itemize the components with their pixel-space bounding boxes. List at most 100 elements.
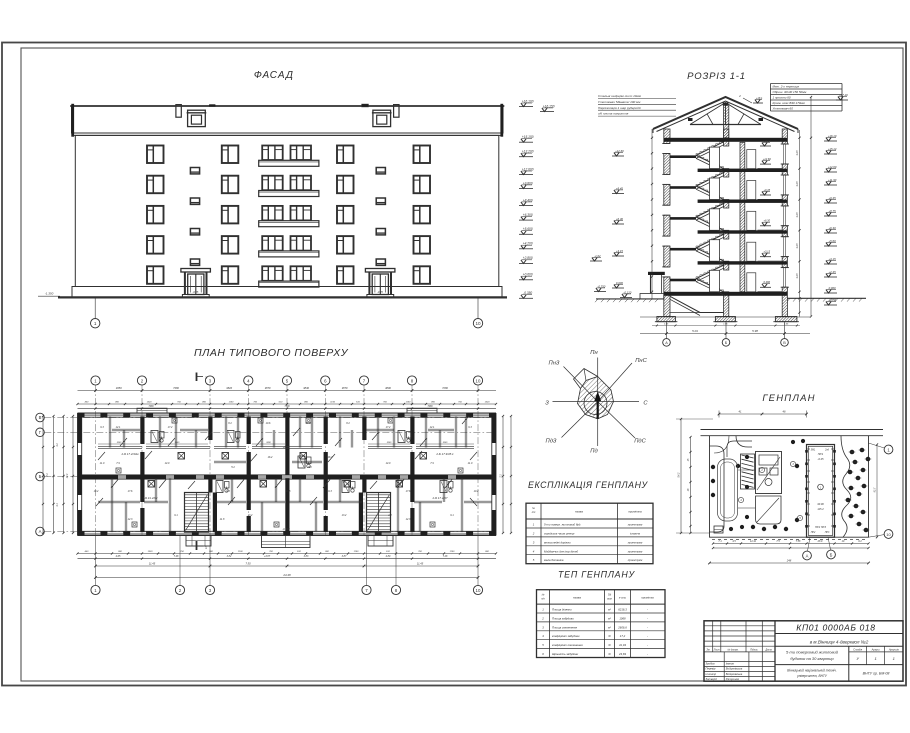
svg-text:3.82: 3.82 [227, 555, 232, 558]
svg-text:+3.15: +3.15 [764, 250, 771, 254]
svg-text:510: 510 [297, 551, 301, 553]
svg-text:41,94: 41,94 [619, 643, 626, 647]
svg-text:Дата: Дата [764, 649, 772, 652]
svg-text:мала ботаніка: мала ботаніка [544, 558, 564, 562]
svg-text:980: 980 [485, 551, 489, 553]
svg-text:17.2: 17.2 [386, 426, 391, 429]
svg-text:Лист: Лист [713, 649, 720, 652]
svg-text:ПР.2 ПР.3: ПР.2 ПР.3 [815, 526, 827, 529]
svg-text:ПЛАН ТИПОВОГО ПОВЕРХУ: ПЛАН ТИПОВОГО ПОВЕРХУ [194, 347, 349, 359]
svg-text:В: В [783, 341, 786, 345]
svg-text:1 прогони 60: 1 прогони 60 [773, 96, 791, 100]
svg-text:7.5: 7.5 [776, 540, 780, 543]
svg-text:0.000: 0.000 [616, 281, 623, 285]
svg-text:існуюча: існуюча [630, 531, 640, 535]
svg-text:Аркуш: Аркуш [871, 648, 881, 652]
svg-text:+0.600: +0.600 [523, 273, 533, 277]
svg-text:-1.02: -1.02 [594, 254, 601, 258]
svg-text:12.4: 12.4 [66, 473, 69, 478]
svg-text:3.08: 3.08 [795, 243, 799, 249]
svg-text:4.65: 4.65 [116, 555, 121, 558]
svg-text:м²: м² [608, 608, 612, 612]
svg-text:-0.45: -0.45 [193, 291, 199, 294]
svg-text:4: 4 [533, 549, 535, 553]
svg-text:14.0: 14.0 [165, 462, 170, 465]
svg-text:28.0: 28.0 [817, 540, 823, 543]
svg-text:24.48: 24.48 [282, 573, 291, 577]
svg-text:-0.120: -0.120 [623, 290, 631, 294]
svg-text:7280: 7280 [427, 406, 433, 408]
svg-text:7.2: 7.2 [46, 473, 49, 477]
svg-text:17.6: 17.6 [406, 490, 411, 493]
svg-text:510: 510 [356, 401, 360, 403]
svg-text:17.2: 17.2 [168, 426, 173, 429]
svg-text:1: 1 [94, 588, 97, 593]
svg-text:980: 980 [304, 401, 308, 403]
svg-text:11.8: 11.8 [220, 518, 225, 521]
svg-text:У: У [856, 656, 859, 661]
svg-text:5: 5 [542, 643, 544, 647]
svg-text:3.2: 3.2 [56, 443, 59, 447]
svg-text:3: 3 [542, 625, 544, 629]
svg-text:18: 18 [687, 488, 690, 491]
svg-text:1: 1 [94, 378, 97, 383]
svg-text:1: 1 [893, 656, 895, 661]
svg-text:2-Б 17.9/45.1: 2-Б 17.9/45.1 [435, 452, 454, 456]
svg-text:ПдС: ПдС [634, 439, 646, 445]
svg-text:11.0: 11.0 [100, 462, 105, 465]
svg-text:ПнЗ: ПнЗ [549, 361, 560, 367]
svg-text:+9.45: +9.45 [616, 186, 624, 190]
svg-text:3280: 3280 [266, 442, 271, 444]
svg-text:3.87: 3.87 [342, 555, 347, 558]
svg-text:760: 760 [269, 551, 273, 553]
svg-text:15: 15 [687, 458, 690, 461]
svg-text:1: 1 [820, 486, 822, 489]
svg-text:Н.контр: Н.контр [706, 672, 717, 676]
svg-text:1: 1 [874, 656, 876, 661]
svg-text:примітка: примітка [628, 510, 642, 514]
svg-text:+15.150: +15.150 [522, 135, 534, 139]
svg-text:проектуєм: проектуєм [628, 540, 643, 544]
svg-text:Крокв. клас В30 170мм: Крокв. клас В30 170мм [773, 101, 805, 105]
svg-text:+9.800: +9.800 [523, 181, 533, 185]
svg-text:10: 10 [476, 588, 481, 593]
svg-text:вим: вим [607, 598, 612, 601]
svg-text:2: 2 [541, 616, 544, 620]
svg-text:5.2: 5.2 [308, 466, 312, 469]
svg-text:1: 1 [533, 522, 535, 526]
svg-text:1320: 1320 [485, 401, 491, 403]
svg-text:-0.45: -0.45 [377, 291, 383, 294]
svg-text:-0.350: -0.350 [523, 291, 532, 295]
svg-text:Г: Г [39, 430, 42, 435]
svg-text:Пароізоляція 1 шар руберойд: Пароізоляція 1 шар руберойд [598, 106, 641, 110]
svg-text:проектуєм: проектуєм [628, 558, 643, 562]
svg-text:+13.200: +13.200 [522, 150, 534, 154]
svg-text:3.08: 3.08 [795, 273, 799, 279]
svg-text:№: № [532, 507, 535, 510]
svg-text:16.5: 16.5 [286, 490, 291, 493]
svg-text:17,2: 17,2 [620, 634, 626, 638]
svg-text:ТЕП ГЕНПЛАНУ: ТЕП ГЕНПЛАНУ [558, 570, 635, 580]
svg-text:-1.350: -1.350 [45, 292, 54, 296]
svg-text:+17.20: +17.20 [839, 93, 848, 97]
svg-text:+16.10: +16.10 [828, 134, 837, 138]
svg-text:+11.90: +11.90 [828, 178, 837, 182]
svg-text:+3.15: +3.15 [616, 249, 624, 253]
svg-text:1190: 1190 [354, 551, 359, 553]
svg-text:980: 980 [115, 401, 119, 403]
svg-text:м²: м² [608, 625, 612, 629]
svg-text:Щільність забудови: Щільність забудови [552, 652, 579, 656]
svg-text:2-Б 17.2/47: 2-Б 17.2/47 [432, 496, 448, 500]
svg-text:Обреш. 30х30 150 50мм: Обреш. 30х30 150 50мм [773, 90, 807, 94]
svg-text:11.45: 11.45 [417, 561, 424, 565]
svg-text:1: 1 [205, 546, 207, 550]
svg-text:3: 3 [209, 378, 212, 383]
svg-text:+6.30: +6.30 [764, 219, 771, 223]
svg-text:0.000: 0.000 [829, 286, 836, 290]
svg-text:%: % [608, 652, 611, 656]
svg-text:7: 7 [365, 588, 368, 593]
svg-text:92.7: 92.7 [874, 487, 877, 492]
svg-text:Майданчик для ігор дітей: Майданчик для ігор дітей [544, 549, 579, 553]
svg-text:п/п: п/п [532, 510, 536, 514]
svg-text:коефіцієнт озеленення: коефіцієнт озеленення [552, 643, 583, 647]
